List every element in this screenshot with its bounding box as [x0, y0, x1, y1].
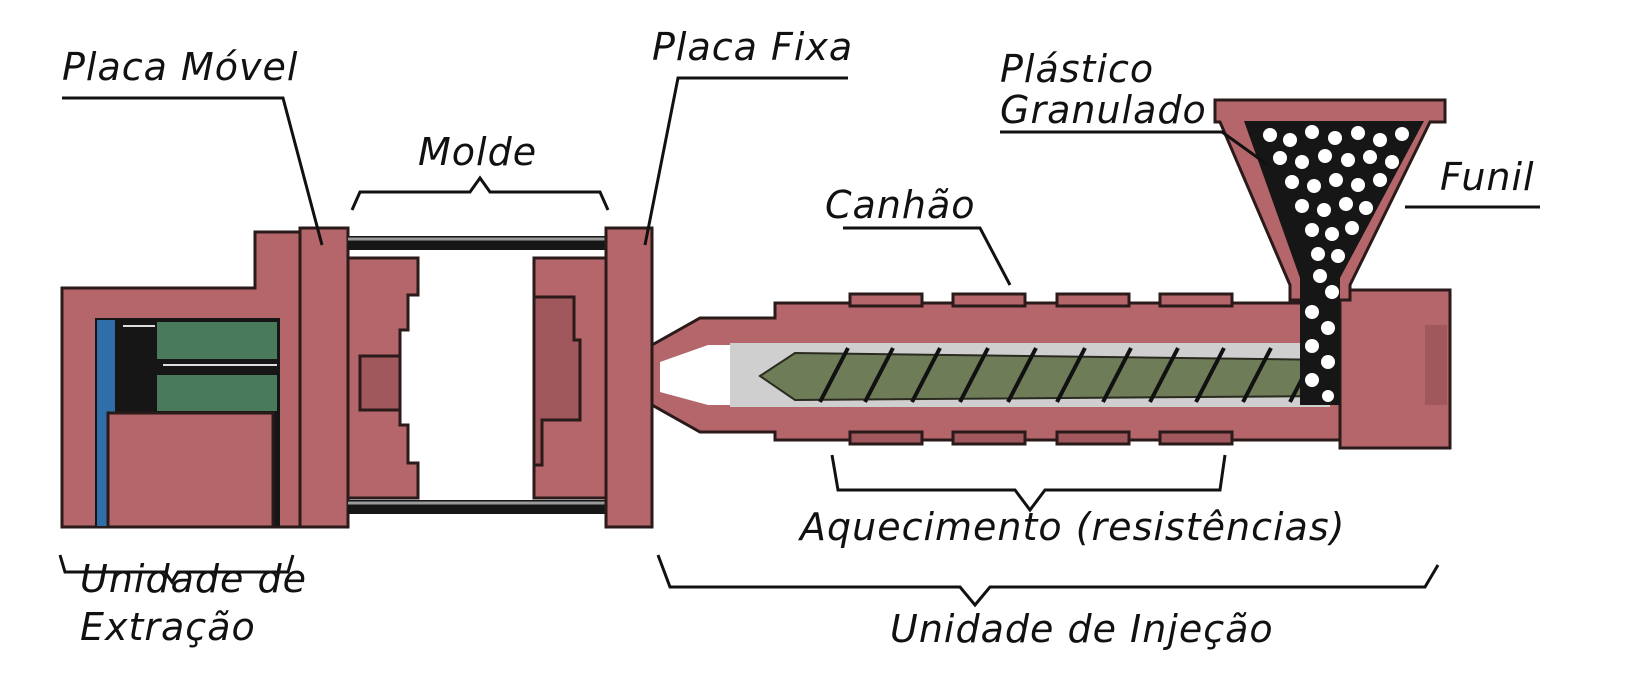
label-unidade-extracao-line1: Unidade de: [80, 557, 307, 601]
label-placa-movel: Placa Móvel: [62, 45, 298, 89]
label-plastico-line2: Granulado: [1000, 88, 1207, 132]
label-unidade-extracao-line2: Extração: [80, 605, 256, 649]
label-plastico-line1: Plástico: [1000, 47, 1154, 91]
mold: [346, 256, 608, 500]
hopper: [1213, 98, 1447, 405]
label-funil: Funil: [1440, 155, 1535, 199]
heater-band: [951, 430, 1027, 446]
moving-plate: [298, 226, 350, 529]
leader-plastico: [1000, 130, 1269, 167]
fixed-plate: [604, 226, 654, 529]
extraction-unit: [60, 230, 302, 529]
hydraulic-chamber-top: [157, 322, 277, 359]
heater-band: [848, 430, 924, 446]
heater-band: [1158, 430, 1234, 446]
heater-band: [848, 292, 924, 308]
piston-block: [106, 411, 275, 529]
bracket-unidade-injecao: [656, 554, 1440, 608]
label-molde: Molde: [418, 130, 537, 174]
label-canhao: Canhão: [825, 183, 976, 227]
leader-placa-movel: [62, 96, 324, 246]
bracket-unidade-extracao: [58, 554, 295, 585]
barrel: [650, 288, 1452, 450]
label-unidade-injecao: Unidade de Injeção: [890, 607, 1274, 651]
label-placa-fixa: Placa Fixa: [652, 25, 853, 69]
label-aquecimento: Aquecimento (resistências): [797, 505, 1345, 549]
bracket-molde: [350, 175, 610, 211]
heater-band: [951, 292, 1027, 308]
leader-placa-fixa: [643, 76, 848, 246]
bracket-aquecimento: [830, 454, 1227, 513]
heater-band: [1055, 292, 1131, 308]
heater-band: [1158, 292, 1234, 308]
tie-bars: [348, 236, 606, 514]
heater-band: [1055, 430, 1131, 446]
hydraulic-chamber-bottom: [157, 375, 277, 411]
leader-canhao: [843, 226, 1012, 286]
leader-lines: [58, 76, 1540, 608]
